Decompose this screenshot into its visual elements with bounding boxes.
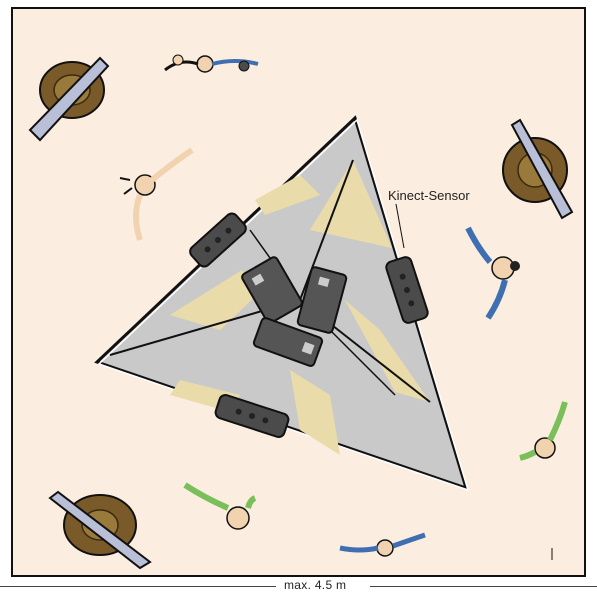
scale-bar: max. 4.5 m bbox=[0, 579, 597, 592]
scale-label: max. 4.5 m bbox=[284, 578, 346, 592]
scale-line-left bbox=[0, 586, 276, 587]
kinect-sensor-label: Kinect-Sensor bbox=[388, 188, 470, 203]
scale-line-right bbox=[370, 586, 597, 587]
